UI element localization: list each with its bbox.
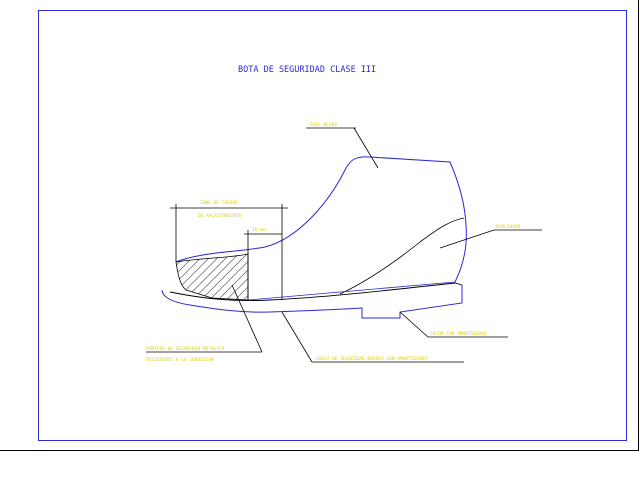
boot-upper-outline xyxy=(175,156,467,283)
drawing-title: BOTA DE SEGURIDAD CLASE III xyxy=(238,65,376,75)
label-zone-line2: DE APLASTAMIENTO xyxy=(198,213,242,219)
label-toe-line2: RESISTENTE A LA CORROSION xyxy=(146,357,214,363)
label-zone-line1: ZONA DE CHOQUE xyxy=(200,200,238,206)
boot-lining-outline xyxy=(339,217,465,295)
label-toe-line1: PUNTERA DE SEGURIDAD METALICA xyxy=(146,346,225,352)
leader-heel xyxy=(399,311,429,338)
label-lining: ACOLCHADO xyxy=(496,224,521,230)
label-heel: TACON CON AMORTIGUADO xyxy=(430,331,487,337)
label-dimension: 10 mm. xyxy=(252,227,268,233)
safety-toe-cap xyxy=(175,253,249,301)
boot-midsole xyxy=(169,282,463,301)
leader-sole xyxy=(281,311,313,363)
boot-insole xyxy=(247,281,456,301)
label-upper: PIEL NEGRA xyxy=(310,122,337,128)
sheet-border xyxy=(0,0,639,451)
boot-outsole xyxy=(161,285,463,319)
leader-lining xyxy=(439,229,495,249)
leader-upper xyxy=(353,127,379,169)
leader-toe xyxy=(231,284,263,353)
drawing-frame xyxy=(38,10,627,441)
label-sole: SUELA DE SEGURIDAD RUGOSA CON AMORTIGUAD… xyxy=(316,356,427,362)
